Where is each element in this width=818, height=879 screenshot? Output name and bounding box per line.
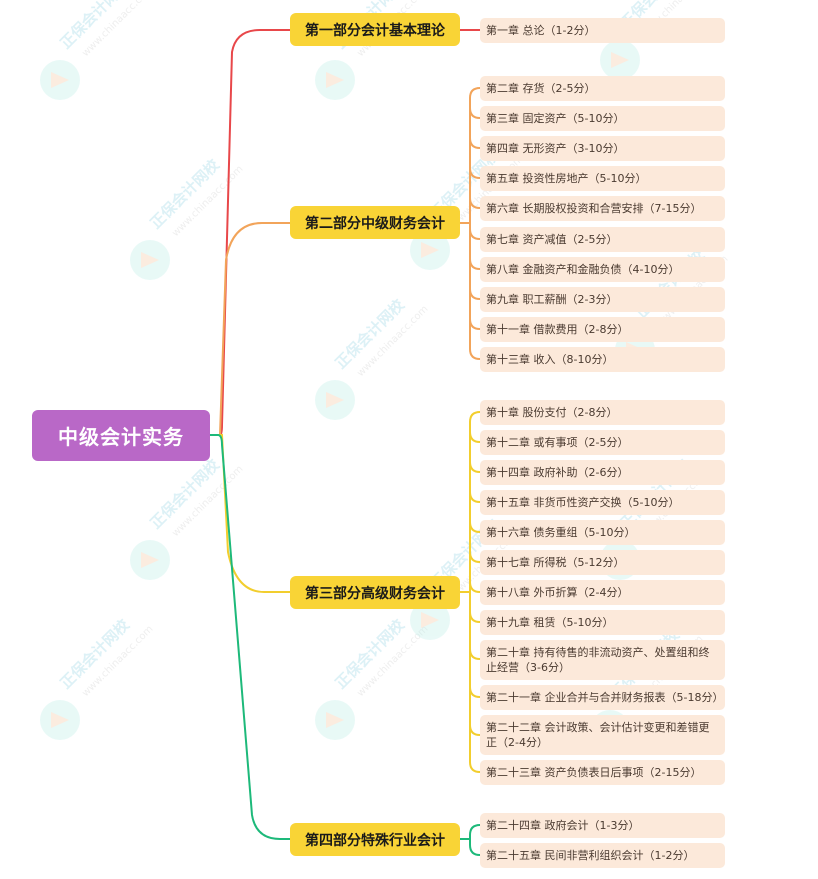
chapter-node[interactable]: 第十九章 租赁（5-10分） bbox=[480, 610, 725, 635]
chapter-node[interactable]: 第二十一章 企业合并与合并财务报表（5-18分） bbox=[480, 685, 725, 710]
chapter-node[interactable]: 第二十四章 政府会计（1-3分） bbox=[480, 813, 725, 838]
part-node-1[interactable]: 第一部分会计基本理论 bbox=[290, 13, 460, 46]
chapter-node[interactable]: 第二十二章 会计政策、会计估计变更和差错更正（2-4分） bbox=[480, 715, 725, 755]
chapter-node[interactable]: 第七章 资产减值（2-5分） bbox=[480, 227, 725, 252]
chapter-node[interactable]: 第十章 股份支付（2-8分） bbox=[480, 400, 725, 425]
chapter-node[interactable]: 第十三章 收入（8-10分） bbox=[480, 347, 725, 372]
chapter-node[interactable]: 第二十三章 资产负债表日后事项（2-15分） bbox=[480, 760, 725, 785]
chapter-node[interactable]: 第十六章 债务重组（5-10分） bbox=[480, 520, 725, 545]
chapter-node[interactable]: 第九章 职工薪酬（2-3分） bbox=[480, 287, 725, 312]
chapter-node[interactable]: 第十五章 非货币性资产交换（5-10分） bbox=[480, 490, 725, 515]
chapter-node[interactable]: 第五章 投资性房地产（5-10分） bbox=[480, 166, 725, 191]
chapter-node[interactable]: 第二章 存货（2-5分） bbox=[480, 76, 725, 101]
chapter-node[interactable]: 第三章 固定资产（5-10分） bbox=[480, 106, 725, 131]
chapter-node[interactable]: 第十一章 借款费用（2-8分） bbox=[480, 317, 725, 342]
part-node-4[interactable]: 第四部分特殊行业会计 bbox=[290, 823, 460, 856]
chapter-node[interactable]: 第十八章 外币折算（2-4分） bbox=[480, 580, 725, 605]
chapter-node[interactable]: 第八章 金融资产和金融负债（4-10分） bbox=[480, 257, 725, 282]
chapter-node[interactable]: 第四章 无形资产（3-10分） bbox=[480, 136, 725, 161]
part-node-2[interactable]: 第二部分中级财务会计 bbox=[290, 206, 460, 239]
chapter-node[interactable]: 第二十章 持有待售的非流动资产、处置组和终止经营（3-6分） bbox=[480, 640, 725, 680]
part-node-3[interactable]: 第三部分高级财务会计 bbox=[290, 576, 460, 609]
chapter-node[interactable]: 第十四章 政府补助（2-6分） bbox=[480, 460, 725, 485]
chapter-node[interactable]: 第二十五章 民间非营利组织会计（1-2分） bbox=[480, 843, 725, 868]
chapter-node[interactable]: 第十七章 所得税（5-12分） bbox=[480, 550, 725, 575]
chapter-node[interactable]: 第一章 总论（1-2分） bbox=[480, 18, 725, 43]
root-node[interactable]: 中级会计实务 bbox=[32, 410, 210, 461]
chapter-node[interactable]: 第十二章 或有事项（2-5分） bbox=[480, 430, 725, 455]
chapter-node[interactable]: 第六章 长期股权投资和合营安排（7-15分） bbox=[480, 196, 725, 221]
